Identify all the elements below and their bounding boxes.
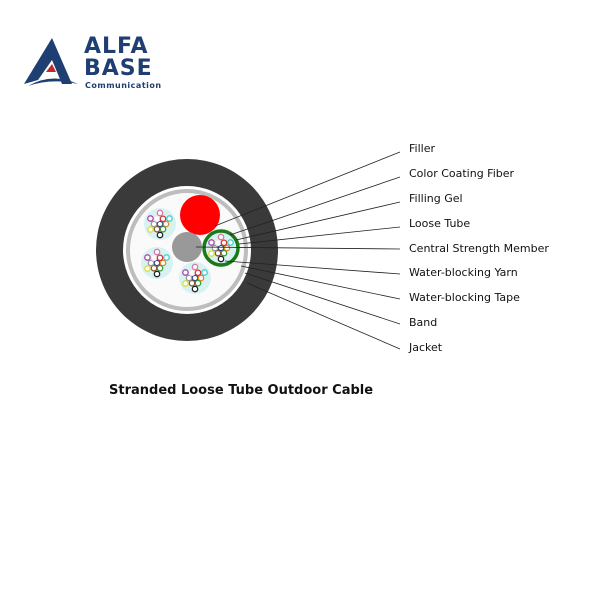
color-coating-fiber [208, 239, 215, 246]
company-logo: ALFA BASE Communication [22, 36, 162, 92]
color-coating-fiber [153, 225, 161, 233]
color-coating-fiber [182, 269, 189, 276]
color-coating-fiber [188, 269, 196, 277]
color-coating-fiber [217, 244, 225, 252]
label-central-strength-member: Central Strength Member [409, 242, 549, 255]
color-coating-fiber [153, 215, 161, 223]
color-coating-fiber [191, 285, 199, 293]
color-coating-fiber [188, 279, 196, 287]
label-color-coating-fiber: Color Coating Fiber [409, 167, 515, 180]
loose-tube [202, 229, 240, 267]
color-coating-fiber [162, 220, 170, 228]
color-coating-fiber [153, 270, 161, 278]
color-coating-fiber [150, 264, 158, 272]
color-coating-fiber [156, 254, 164, 262]
color-coating-fiber [214, 239, 222, 247]
color-coating-fiber [144, 265, 151, 272]
color-coating-fiber [147, 215, 154, 222]
color-coating-fiber [153, 248, 161, 256]
filler [180, 195, 220, 235]
label-filler: Filler [409, 142, 435, 155]
color-coating-fiber [156, 231, 164, 239]
color-coating-fiber [156, 220, 164, 228]
color-coating-fiber [194, 279, 202, 287]
color-coating-fiber [159, 225, 167, 233]
color-coating-fiber [147, 226, 154, 233]
label-jacket: Jacket [409, 341, 443, 354]
label-band: Band [409, 316, 438, 329]
color-coating-fiber [144, 254, 151, 261]
color-coating-fiber [220, 239, 228, 247]
logo-text-communication: Communication [85, 81, 162, 90]
color-coating-fiber [153, 259, 161, 267]
leader-lines [195, 151, 401, 350]
color-coating-fiber [223, 244, 231, 252]
color-coating-fiber [150, 220, 158, 228]
color-coating-fiber [220, 249, 228, 257]
color-coating-fiber [147, 259, 155, 267]
color-coating-fiber [227, 239, 234, 246]
color-coating-fiber [159, 259, 167, 267]
color-coating-fiber [166, 215, 173, 222]
color-coating-fiber [185, 274, 193, 282]
logo-text-base: BASE [84, 56, 153, 81]
central-strength-member [172, 232, 202, 262]
color-coating-fiber [197, 274, 205, 282]
color-coating-fiber [194, 269, 202, 277]
label-loose-tube: Loose Tube [409, 217, 471, 230]
color-coating-fiber [150, 254, 158, 262]
logo-mark-icon [24, 38, 78, 86]
color-coating-fiber [163, 254, 170, 261]
diagram-caption: Stranded Loose Tube Outdoor Cable [109, 383, 374, 398]
logo-text-alfa: ALFA [84, 34, 149, 59]
color-coating-fiber [208, 250, 215, 257]
label-water-blocking-tape: Water-blocking Tape [409, 291, 520, 304]
color-coating-fiber [217, 233, 225, 241]
color-coating-fiber [211, 244, 219, 252]
color-coating-fiber [214, 249, 222, 257]
color-coating-fiber [191, 263, 199, 271]
color-coating-fiber [159, 215, 167, 223]
color-coating-fiber [201, 269, 208, 276]
color-coating-fiber [156, 209, 164, 217]
color-coating-fiber [217, 255, 225, 263]
color-coating-fiber [191, 274, 199, 282]
label-filling-gel: Filling Gel [409, 192, 463, 205]
label-water-blocking-yarn: Water-blocking Yarn [409, 266, 518, 279]
color-coating-fiber [182, 280, 189, 287]
color-coating-fiber [156, 264, 164, 272]
